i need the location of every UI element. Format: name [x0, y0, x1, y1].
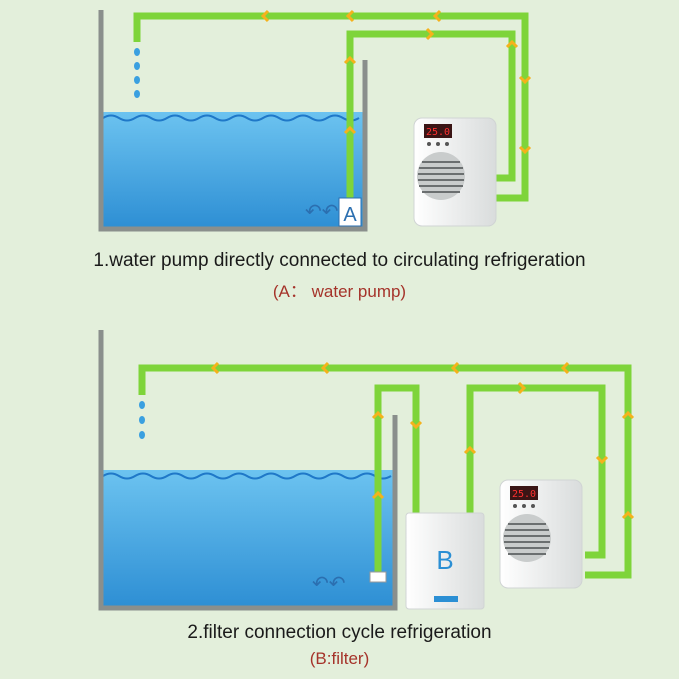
subcaption-1: (A： water pump)	[272, 282, 407, 301]
outlet-pipe	[138, 364, 632, 579]
filter-b	[405, 512, 485, 610]
inlet-nozzle	[369, 571, 387, 583]
chiller-2	[499, 479, 583, 589]
tank-walls	[98, 10, 368, 232]
tank-walls	[98, 330, 398, 611]
pump-pipe	[346, 30, 516, 205]
caption-2: 2.filter connection cycle refrigeration	[187, 622, 492, 643]
tank-water	[103, 470, 393, 606]
water-drops	[134, 48, 140, 98]
tank-water	[103, 112, 363, 227]
diagram-1: ↶↶ A	[98, 9, 532, 232]
filter-label: B	[436, 545, 453, 575]
water-waves	[102, 472, 392, 480]
filter-indicator	[434, 596, 458, 602]
pump-label: A	[343, 204, 357, 226]
subcaption-2: (B:filter)	[309, 649, 370, 668]
outlet-pipe	[133, 12, 529, 202]
suction-icon: ↶↶	[312, 573, 346, 595]
diagram-2: ↶↶ B	[98, 330, 635, 611]
filter-chiller-pipe	[466, 384, 606, 559]
caption-1: 1.water pump directly connected to circu…	[93, 250, 586, 271]
suction-icon: ↶↶	[305, 201, 339, 223]
pump-a	[338, 197, 362, 227]
water-drops	[139, 401, 145, 439]
filter-inlet-pipe	[374, 384, 420, 575]
water-waves	[102, 114, 360, 122]
chiller-1	[413, 117, 497, 227]
